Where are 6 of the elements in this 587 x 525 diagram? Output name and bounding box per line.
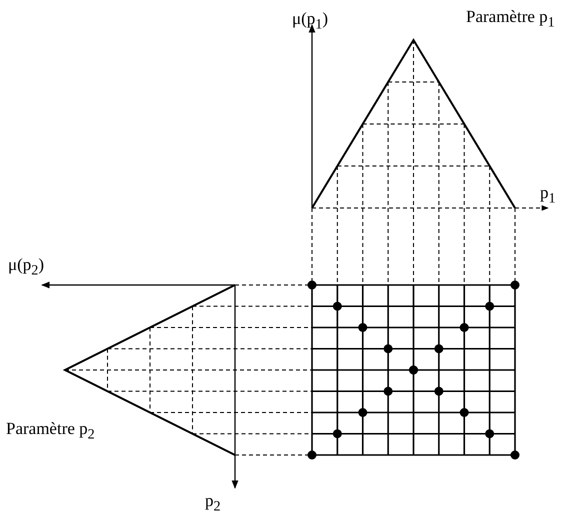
axis-label: p$_{2}$ <box>205 492 221 514</box>
plot-title: Paramètre p$_{1}$ <box>466 8 555 30</box>
axis-label: p$_{1}$ <box>540 184 556 206</box>
plot-title: Paramètre p$_{2}$ <box>6 420 95 442</box>
axis-label: μ(p$_{2}$) <box>8 256 44 278</box>
axis-label: μ(p$_{1}$) <box>292 10 328 32</box>
